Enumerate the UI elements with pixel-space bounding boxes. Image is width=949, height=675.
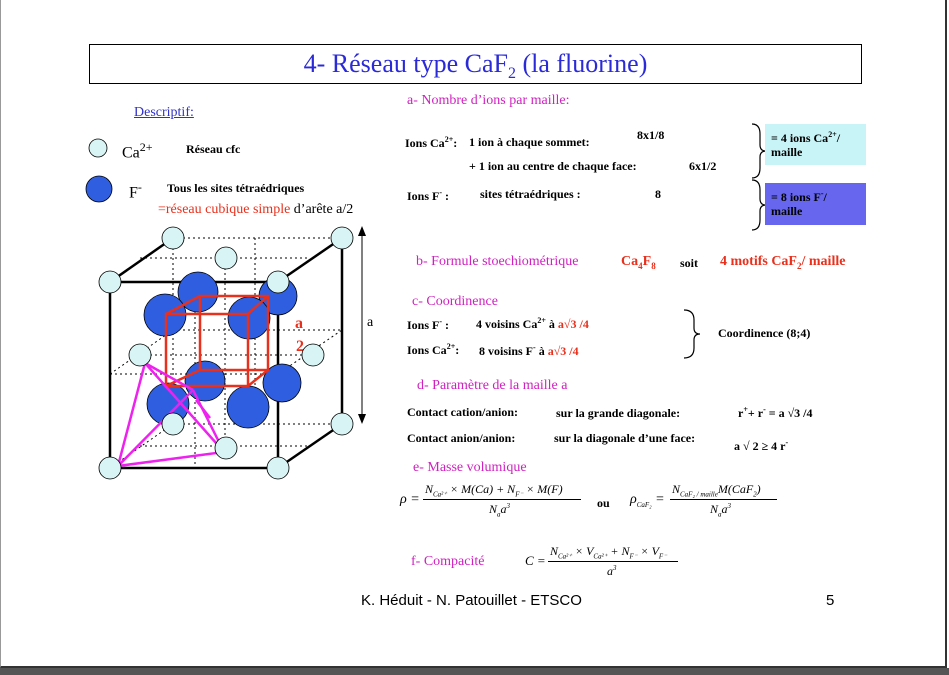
descriptif-label: Descriptif: <box>134 105 194 120</box>
ions-f-label: Ions F- : <box>407 188 450 203</box>
ions-ca-label: Ions Ca2+: <box>405 135 458 150</box>
inner-simple-cube <box>164 294 270 388</box>
compacite-denominator: a3 <box>607 564 617 578</box>
sommet-value: 8x1/8 <box>637 128 665 142</box>
section-c-heading: c- Coordinence <box>412 294 498 309</box>
f-legend-icon <box>85 175 113 203</box>
edge-length-label: a <box>367 315 374 330</box>
section-a-heading: a- Nombre d’ions par maille: <box>407 93 570 108</box>
ou-text: ou <box>597 496 610 510</box>
rho-denominator: Naa3 <box>489 502 511 519</box>
cubic-simple-label: =réseau cubique simple d’arête a/2 <box>158 202 354 217</box>
f-legend-label: F- <box>129 180 142 202</box>
f-count-box: = 8 ions F-/maille <box>765 183 866 225</box>
section-d-heading: d- Paramètre de la maille a <box>417 378 568 393</box>
compacite-symbol: C = <box>525 553 546 568</box>
arrow-up-icon <box>358 226 366 236</box>
title-box: 4- Réseau type CaF2 (la fluorine) <box>89 44 862 84</box>
tetra-text: sites tétraédriques : <box>480 187 581 201</box>
sommet-text: 1 ion à chaque sommet: <box>469 135 590 149</box>
contact-cation-anion: Contact cation/anion: <box>407 405 518 419</box>
grande-diagonale: sur la grande diagonale: <box>556 406 681 420</box>
tetra-value: 8 <box>655 187 661 201</box>
face-text: + 1 ion au centre de chaque face: <box>469 159 637 173</box>
tetra-sites-label: Tous les sites tétraédriques <box>167 181 305 195</box>
section-b-heading: b- Formule stoechiométrique <box>416 254 579 269</box>
compacite-fraction-bar <box>548 561 678 562</box>
coord-ca-text: 8 voisins F- à a√3 /4 <box>479 343 579 358</box>
rho-caf2-symbol: ρCaF₂ = <box>630 492 665 509</box>
page-number: 5 <box>826 592 835 609</box>
tetrahedron <box>116 360 227 468</box>
bottom-scroll-bar <box>0 668 949 675</box>
slide-title: 4- Réseau type CaF2 (la fluorine) <box>303 49 648 83</box>
section-f-heading: f- Compacité <box>411 554 485 569</box>
ca-count-box: = 4 ions Ca2+/maille <box>765 124 866 165</box>
face-value: 6x1/2 <box>689 159 717 173</box>
rho-symbol: ρ = <box>400 492 420 507</box>
contact-anion-anion: Contact anion/anion: <box>407 431 516 445</box>
rho-numerator: NCa²⁺ × M(Ca) + NF⁻ × M(F) <box>425 482 563 499</box>
ca-ions <box>98 226 354 480</box>
rho-caf2-denominator: Naa3 <box>710 502 732 519</box>
eq-anion-anion: a √ 2 ≥ 4 r- <box>734 438 789 453</box>
half-edge-denominator: 2 <box>296 338 304 355</box>
coord-ca-label: Ions Ca2+: <box>407 342 460 357</box>
coord-f-label: Ions F- : <box>407 317 450 332</box>
coord-f-text: 4 voisins Ca2+ à a√3 /4 <box>476 316 589 331</box>
diagonale-face: sur la diagonale d’une face: <box>554 431 696 445</box>
rho-caf2-fraction-bar <box>670 499 777 500</box>
stoich-formula: Ca4F8 <box>621 254 656 271</box>
compacite-numerator: NCa²⁺ × VCa²⁺ + NF⁻ × VF⁻ <box>550 544 667 561</box>
rho-fraction-bar <box>423 499 581 500</box>
ca-legend-label: Ca2+ <box>122 140 153 162</box>
reseau-cfc-label: Réseau cfc <box>186 142 241 156</box>
ca-legend-icon <box>88 138 108 158</box>
motifs-text: 4 motifs CaF2/ maille <box>720 254 846 271</box>
arrow-down-icon <box>358 414 366 424</box>
eq-cation-anion: r++ r- = a √3 /4 <box>738 405 813 420</box>
section-e-heading: e- Masse volumique <box>413 460 527 475</box>
rho-caf2-numerator: NCaF₂ / mailleM(CaF2) <box>672 482 761 499</box>
half-edge-numerator: a <box>295 315 303 332</box>
coordinence-result: Coordinence (8;4) <box>718 326 811 340</box>
soit-text: soit <box>680 256 698 270</box>
footer-authors: K. Héduit - N. Patouillet - ETSCO <box>361 592 582 609</box>
